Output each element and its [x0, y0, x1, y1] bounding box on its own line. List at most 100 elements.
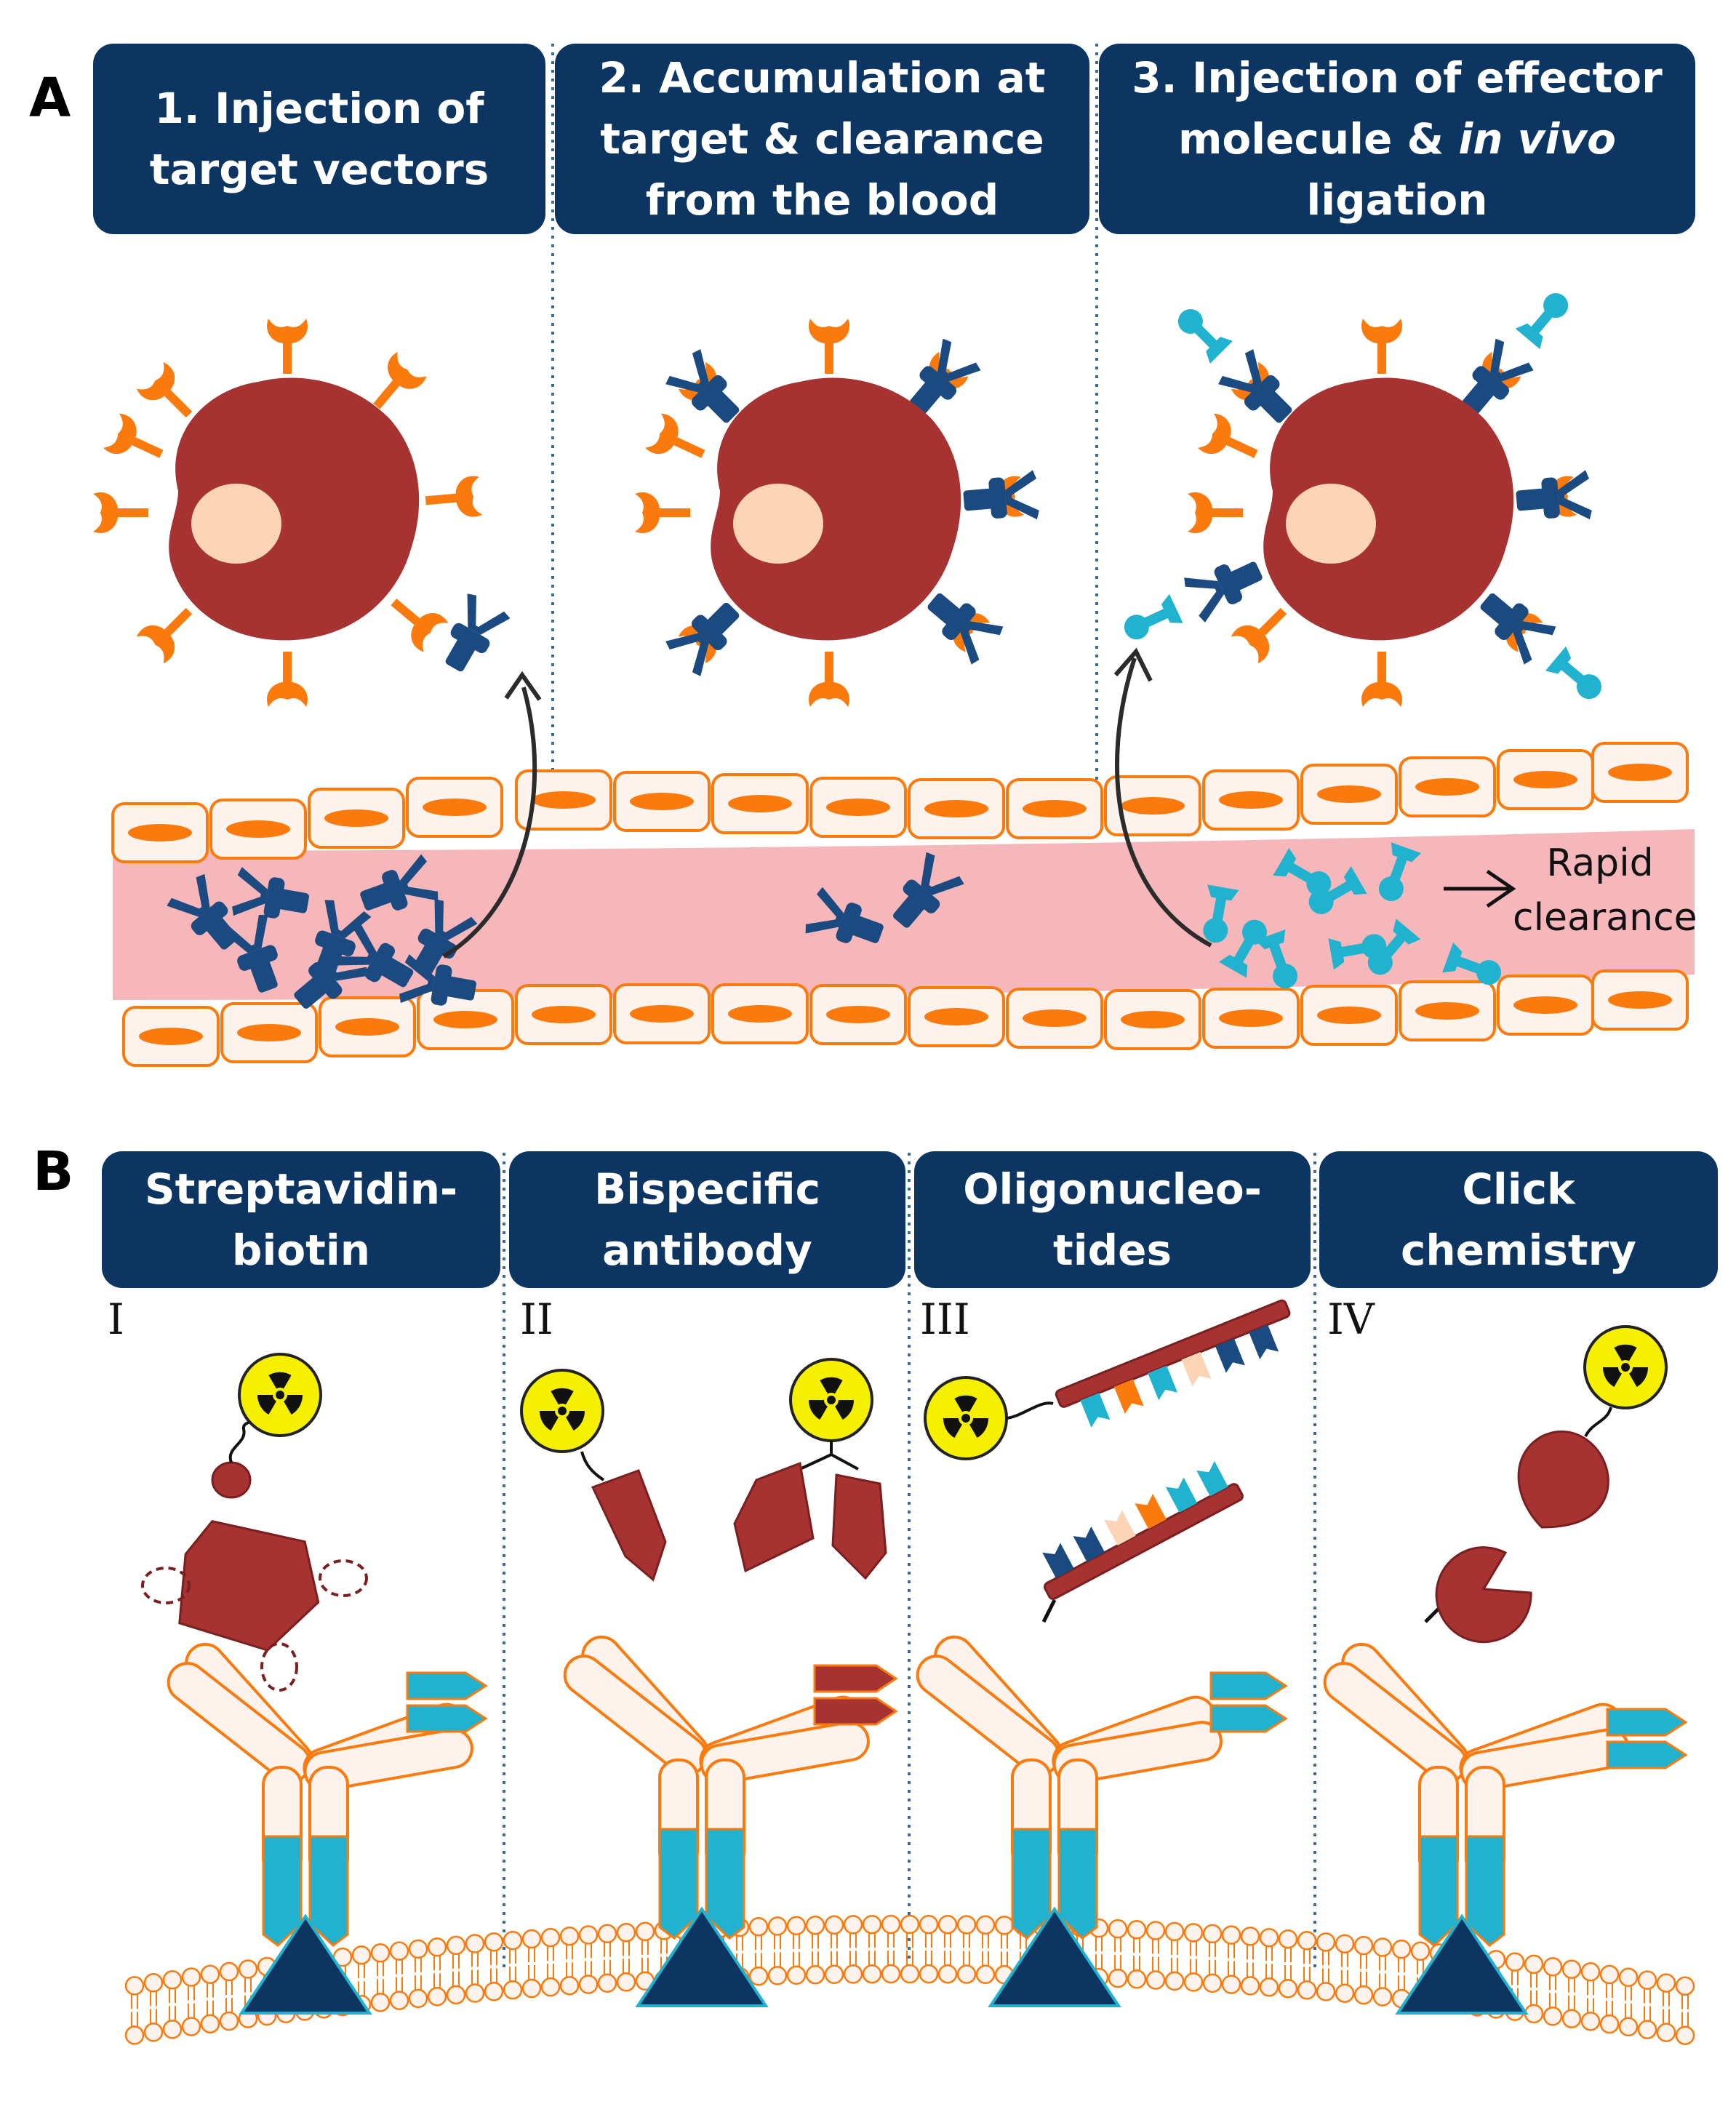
method-4-line-2: chemistry	[1401, 1225, 1636, 1275]
lipid-molecule	[219, 1961, 239, 2031]
rapid-clearance-line-1: Rapid	[1546, 841, 1654, 885]
lipid-molecule	[635, 1921, 655, 1991]
lipid-molecule	[956, 1915, 977, 1984]
extravasation-arrow-2	[1113, 647, 1212, 948]
lipid-molecule	[1164, 1921, 1185, 1991]
step-2-line-3: from the blood	[645, 175, 999, 225]
oligonucleotide-system	[924, 1299, 1291, 1623]
bispecific-antibody-system	[520, 1358, 887, 1582]
lipid-molecule	[1543, 1957, 1563, 2026]
lipid-molecule	[446, 1935, 466, 2005]
lipid-molecule	[767, 1916, 788, 1985]
lipid-molecule	[143, 1973, 164, 2042]
tumor-cell-2	[635, 319, 1040, 707]
lipid-molecule	[1108, 1919, 1128, 1988]
method-1-header: Streptavidin- biotin	[102, 1151, 500, 1288]
lipid-molecule	[1145, 1921, 1166, 1990]
lipid-molecule	[616, 1923, 636, 1992]
lipid-molecule	[786, 1916, 807, 1985]
click-chemistry-system	[1424, 1325, 1668, 1644]
lipid-molecule	[503, 1930, 523, 2000]
lipid-molecule	[559, 1926, 580, 1996]
method-1-line-2: biotin	[231, 1225, 371, 1275]
method-3-header: Oligonucleo- tides	[914, 1151, 1311, 1288]
lipid-molecule	[1372, 1937, 1393, 2007]
lipid-molecule	[881, 1914, 901, 1984]
lipid-molecule	[597, 1924, 617, 1993]
step-3-line-2: molecule & in vivo	[1132, 108, 1662, 169]
lipid-molecule	[465, 1934, 485, 2003]
step-3-line-2-text: molecule &	[1177, 113, 1459, 164]
method-1-numeral: I	[108, 1295, 124, 1344]
rapid-clearance-label: Rapid clearance	[1513, 836, 1697, 946]
lipid-molecule	[540, 1927, 561, 1997]
step-2-header: 2. Accumulation at target & clearance fr…	[555, 44, 1089, 234]
streptavidin-biotin-system	[141, 1353, 368, 1692]
lipid-molecule	[1580, 1962, 1601, 2031]
antibody-tips-cyan	[406, 1671, 1688, 1769]
step-2-line-1: 2. Accumulation at	[599, 52, 1046, 103]
lipid-molecule	[1240, 1927, 1260, 1996]
lipid-molecule	[1202, 1924, 1223, 1993]
method-3-numeral: III	[920, 1295, 970, 1344]
lipid-molecule	[1183, 1923, 1204, 1992]
lipid-molecule	[975, 1915, 996, 1985]
lipid-molecule	[1353, 1935, 1374, 2005]
clearance-arrow	[1444, 869, 1516, 908]
lipid-molecule	[1561, 1959, 1582, 2028]
lipid-molecule	[578, 1925, 599, 1994]
lipid-molecule	[1675, 1976, 1695, 2045]
lipid-molecule	[843, 1915, 863, 1984]
lipid-molecule	[484, 1932, 504, 2001]
method-2-line-1: Bispecific	[593, 1164, 821, 1214]
lipid-molecule	[919, 1914, 939, 1984]
step-2-line-2: target & clearance	[600, 113, 1044, 164]
lipid-molecule	[1127, 1920, 1147, 1989]
lipid-molecule	[1618, 1967, 1639, 2037]
lipid-molecule	[1278, 1929, 1298, 1999]
lipid-molecule	[200, 1964, 220, 2033]
step-3-line-1: 3. Injection of effector	[1132, 52, 1663, 103]
panel-a-dividers	[551, 44, 1098, 785]
lipid-molecule	[370, 1943, 391, 2012]
panel-a-label: A	[29, 67, 71, 129]
lipid-molecule	[1599, 1964, 1620, 2034]
method-3-line-2: tides	[1053, 1225, 1172, 1275]
lipid-molecule	[1316, 1932, 1336, 2001]
lipid-molecule	[1637, 1970, 1657, 2039]
method-4-line-1: Click	[1462, 1164, 1575, 1214]
step-1-line-1: 1. Injection of	[154, 83, 484, 133]
method-2-header: Bispecific antibody	[509, 1151, 905, 1288]
step-3-line-3: ligation	[1306, 175, 1488, 225]
step-3-header: 3. Injection of effector molecule & in v…	[1099, 44, 1695, 234]
lipid-molecule	[389, 1941, 409, 2010]
lipid-molecule	[521, 1929, 542, 1999]
lipid-molecule	[862, 1914, 882, 1984]
lipid-molecule	[408, 1939, 428, 2009]
lipid-molecule	[824, 1915, 844, 1985]
lipid-molecule	[805, 1915, 825, 1985]
lipid-molecule	[124, 1976, 145, 2045]
step-1-header: 1. Injection of target vectors	[93, 44, 545, 234]
step-3-in-vivo: in vivo	[1458, 113, 1617, 164]
lipid-molecule	[748, 1916, 769, 1986]
lipid-molecule	[1297, 1931, 1317, 2000]
step-1-line-2: target vectors	[149, 145, 489, 194]
rapid-clearance-line-2: clearance	[1513, 896, 1697, 940]
extravasation-arrow-1	[442, 671, 542, 959]
method-2-line-2: antibody	[602, 1225, 812, 1275]
lipid-molecule	[181, 1967, 201, 2036]
method-3-line-1: Oligonucleo-	[963, 1164, 1262, 1214]
lipid-molecule	[1335, 1934, 1355, 2003]
panel-b-label: B	[33, 1140, 74, 1203]
lipid-molecule	[1656, 1973, 1676, 2042]
lipid-molecule	[162, 1970, 183, 2039]
method-4-header: Click chemistry	[1319, 1151, 1718, 1288]
tumor-cell-1	[93, 319, 512, 707]
tumor-cell-3	[1119, 285, 1609, 707]
lipid-molecule	[1524, 1954, 1544, 2024]
lipid-molecule	[937, 1914, 958, 1984]
method-1-line-1: Streptavidin-	[144, 1164, 458, 1214]
method-4-numeral: IV	[1327, 1295, 1375, 1344]
